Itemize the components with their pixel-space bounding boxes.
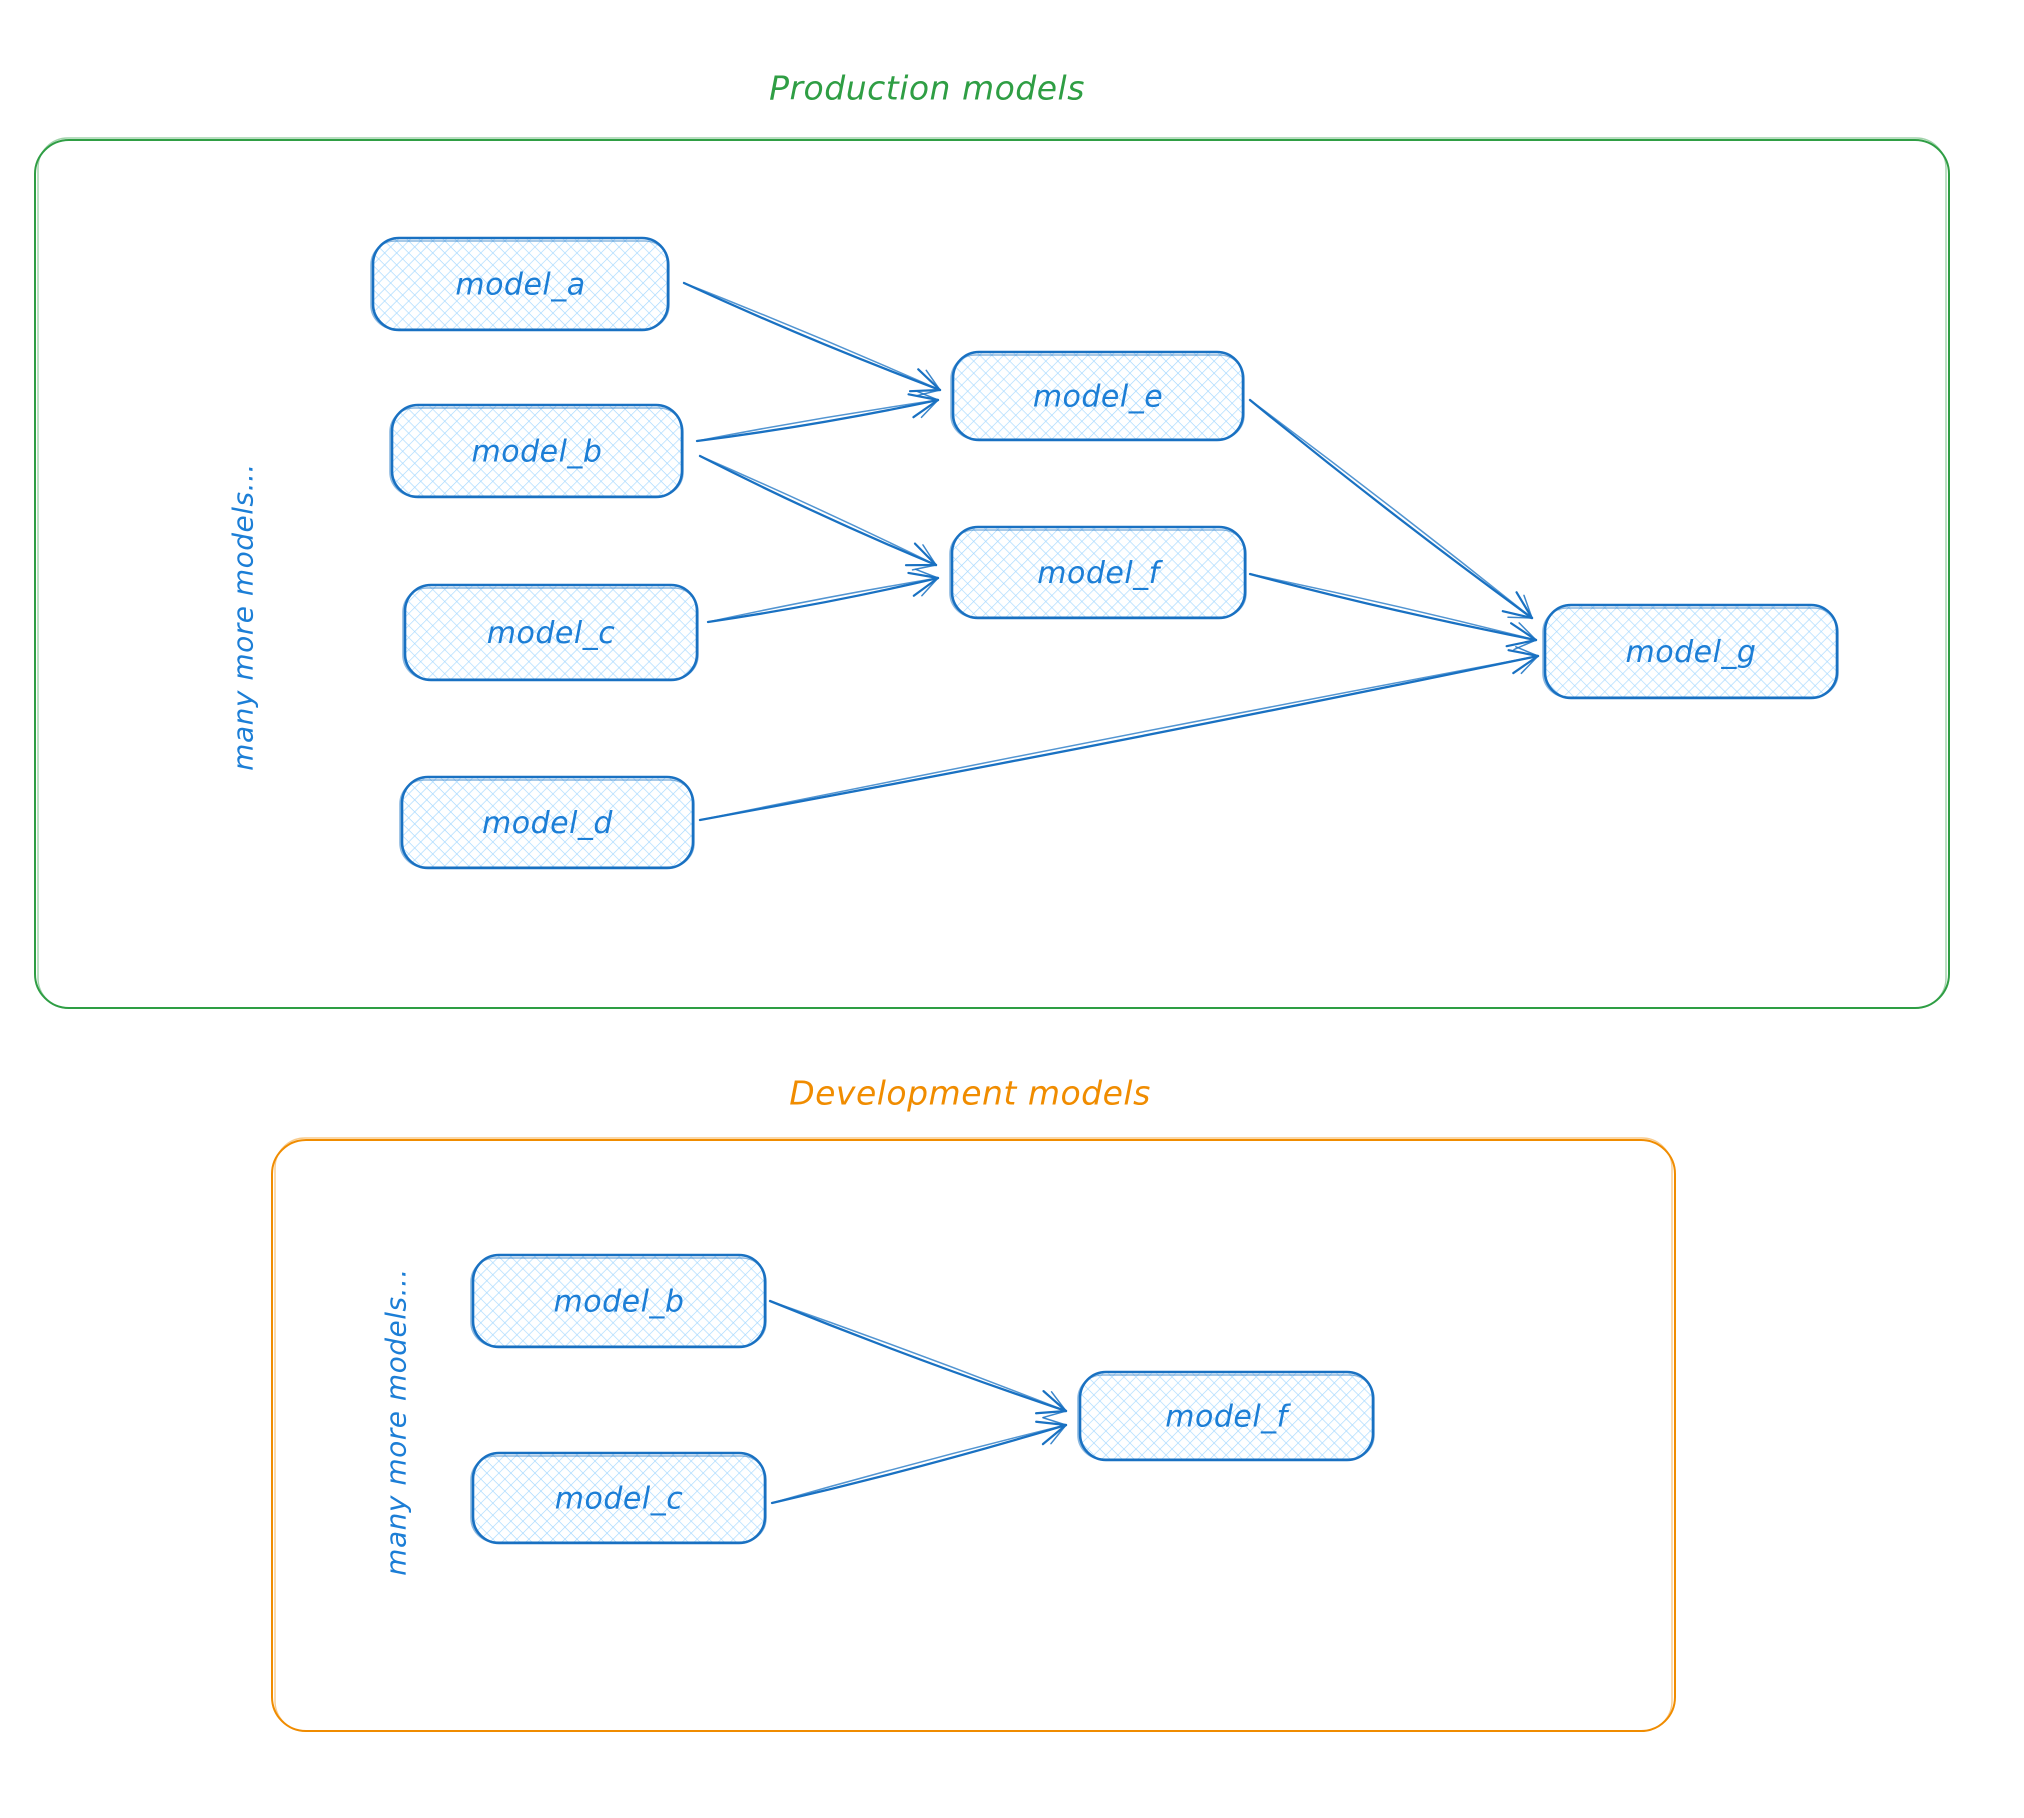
node-box-sketch-model_d (399, 779, 695, 868)
node-box-sketch-model_b (389, 407, 684, 497)
node-box-model_c (403, 583, 699, 682)
arrow-model_c-to-model_f (706, 568, 940, 624)
arrow-model_f-to-model_g (1248, 572, 1538, 651)
arrow-model_e-to-model_g (1248, 398, 1534, 620)
node-model_d: model_d (399, 775, 695, 870)
node-box-sketch-model_f (949, 529, 1247, 618)
development-frame-sketch (274, 1137, 1673, 1732)
development-frame (271, 1139, 1676, 1732)
node-label-dev_model_f: model_f (1165, 1400, 1291, 1435)
arrow-dev_model_c-to-dev_model_f (770, 1416, 1068, 1505)
node-label-model_g: model_g (1626, 635, 1757, 670)
arrow-dev_model_b-to-dev_model_f (768, 1299, 1068, 1419)
development-side-label: many more models... (379, 1268, 413, 1576)
node-box-model_f (950, 525, 1247, 620)
arrow-model_d-to-model_g (698, 646, 1540, 822)
node-box-dev_model_c (471, 1451, 767, 1545)
node-box-model_b (390, 403, 684, 499)
production-section: model_a model_b model_c model_d model_emodel… (34, 137, 1950, 1009)
node-box-sketch-model_g (1542, 607, 1839, 698)
node-dev_model_b: model_b (470, 1253, 767, 1349)
node-box-sketch-dev_model_f (1077, 1374, 1375, 1460)
node-label-model_f: model_f (1037, 556, 1163, 591)
node-box-sketch-model_c (402, 587, 699, 680)
node-dev_model_f: model_f (1077, 1370, 1375, 1462)
production-frame-sketch (37, 137, 1947, 1009)
node-label-model_c: model_c (487, 616, 615, 651)
arrow-model_a-to-model_e (682, 281, 942, 397)
node-box-dev_model_f (1078, 1370, 1375, 1462)
node-model_c: model_c (402, 583, 699, 682)
node-box-dev_model_b (471, 1253, 767, 1349)
development-title: Development models (789, 1073, 1151, 1113)
arrow-model_b-to-model_f (698, 454, 938, 571)
node-box-sketch-dev_model_b (470, 1257, 767, 1347)
node-box-model_d (400, 775, 695, 870)
node-model_g: model_g (1542, 603, 1839, 700)
node-label-model_b: model_b (472, 435, 603, 470)
node-model_f: model_f (949, 525, 1247, 620)
node-box-model_g (1543, 603, 1839, 700)
node-label-model_e: model_e (1033, 380, 1163, 415)
node-label-dev_model_b: model_b (554, 1285, 685, 1320)
node-dev_model_c: model_c (470, 1451, 767, 1545)
node-model_e: model_e (950, 350, 1245, 442)
node-box-model_e (951, 350, 1245, 442)
production-frame (34, 139, 1950, 1009)
node-box-sketch-model_e (950, 354, 1245, 440)
production-title: Production models (769, 68, 1085, 108)
node-label-dev_model_c: model_c (555, 1482, 683, 1517)
arrow-model_b-to-model_e (695, 390, 940, 443)
node-label-model_d: model_d (482, 806, 613, 841)
node-box-sketch-dev_model_c (470, 1455, 767, 1543)
development-section: model_b model_c model_f (271, 1137, 1676, 1732)
node-box-model_a (371, 236, 670, 332)
node-model_b: model_b (389, 403, 684, 499)
node-model_a: model_a (370, 236, 670, 332)
node-label-model_a: model_a (455, 268, 585, 303)
production-side-label: many more models... (226, 463, 260, 771)
node-box-sketch-model_a (370, 240, 670, 330)
